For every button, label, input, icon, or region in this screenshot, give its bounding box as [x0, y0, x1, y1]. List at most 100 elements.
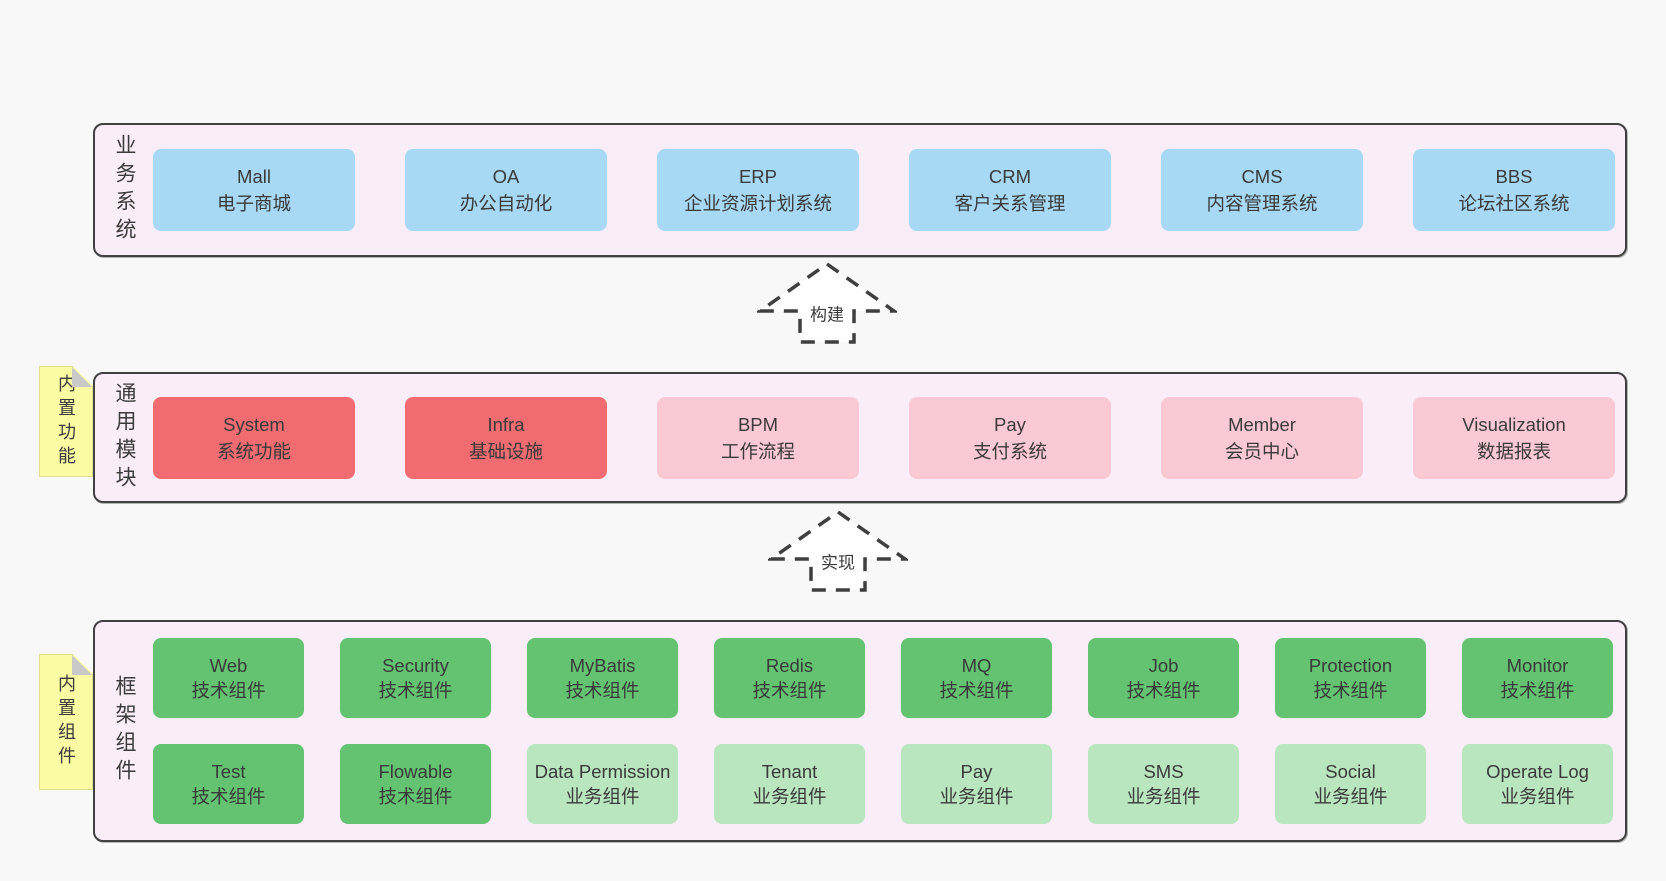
arrow-implement-label: 实现 [818, 548, 858, 574]
box-sms: SMS 业务组件 [1088, 744, 1239, 824]
box-social: Social 业务组件 [1275, 744, 1426, 824]
box-subtitle: 技术组件 [191, 680, 266, 701]
box-cms: CMS 内容管理系统 [1161, 149, 1363, 231]
layer-business-systems-label: 业务系统 [113, 134, 136, 246]
box-title: ERP [738, 166, 778, 187]
box-title: Visualization [1462, 413, 1566, 435]
box-title: OA [492, 166, 520, 187]
layer-framework-components: 框架组件 Web 技术组件 Security 技术组件 MyBatis 技术组件… [93, 620, 1627, 842]
box-subtitle: 业务组件 [1126, 786, 1201, 807]
business-systems-row: Mall 电子商城 OA 办公自动化 ERP 企业资源计划系统 CRM 客户关系… [153, 149, 1629, 231]
box-subtitle: 业务组件 [1500, 786, 1575, 807]
box-subtitle: 办公自动化 [459, 193, 553, 214]
box-title: CRM [988, 166, 1032, 187]
box-subtitle: 技术组件 [565, 680, 640, 701]
box-subtitle: 会员中心 [1224, 440, 1299, 462]
box-member: Member 会员中心 [1161, 396, 1363, 479]
box-title: MQ [961, 655, 992, 676]
box-pay-module: Pay 支付系统 [909, 396, 1111, 479]
box-bbs: BBS 论坛社区系统 [1413, 149, 1615, 231]
framework-components-grid: Web 技术组件 Security 技术组件 MyBatis 技术组件 Redi… [153, 638, 1625, 824]
box-title: Protection [1308, 655, 1393, 676]
box-subtitle: 业务组件 [752, 786, 827, 807]
box-protection: Protection 技术组件 [1275, 638, 1426, 718]
common-modules-row: System 系统功能 Infra 基础设施 BPM 工作流程 Pay 支付系统… [153, 396, 1629, 479]
layer-common-modules-label: 通用模块 [113, 381, 136, 494]
layer-common-modules: 通用模块 System 系统功能 Infra 基础设施 BPM 工作流程 Pay… [93, 372, 1627, 503]
layer-framework-components-label: 框架组件 [113, 675, 136, 787]
box-job: Job 技术组件 [1088, 638, 1239, 718]
sticky-note-builtin-features: 内置功能 [39, 366, 93, 477]
box-title: Infra [487, 413, 525, 435]
box-crm: CRM 客户关系管理 [909, 149, 1111, 231]
box-security: Security 技术组件 [340, 638, 491, 718]
box-data-permission: Data Permission 业务组件 [527, 744, 678, 824]
box-subtitle: 基础设施 [468, 440, 543, 462]
box-subtitle: 业务组件 [565, 786, 640, 807]
box-erp: ERP 企业资源计划系统 [657, 149, 859, 231]
layer-business-systems: 业务系统 Mall 电子商城 OA 办公自动化 ERP 企业资源计划系统 CRM… [93, 123, 1627, 257]
box-title: Operate Log [1486, 761, 1589, 782]
box-operate-log: Operate Log 业务组件 [1462, 744, 1613, 824]
box-subtitle: 业务组件 [939, 786, 1014, 807]
box-title: Security [382, 655, 449, 676]
box-title: Pay [960, 761, 993, 782]
box-subtitle: 内容管理系统 [1206, 193, 1318, 214]
box-title: Flowable [378, 761, 453, 782]
box-infra: Infra 基础设施 [405, 396, 607, 479]
box-tenant: Tenant 业务组件 [714, 744, 865, 824]
box-title: Web [209, 655, 248, 676]
arrow-build-label: 构建 [807, 300, 847, 326]
sticky-label: 内置功能 [56, 373, 76, 470]
box-oa: OA 办公自动化 [405, 149, 607, 231]
box-system: System 系统功能 [153, 396, 355, 479]
sticky-note-builtin-components: 内置组件 [39, 654, 93, 790]
box-subtitle: 业务组件 [1313, 786, 1388, 807]
box-redis: Redis 技术组件 [714, 638, 865, 718]
box-web: Web 技术组件 [153, 638, 304, 718]
box-subtitle: 技术组件 [752, 680, 827, 701]
box-title: Monitor [1506, 655, 1569, 676]
box-title: CMS [1241, 166, 1283, 187]
box-subtitle: 技术组件 [1313, 680, 1388, 701]
box-subtitle: 电子商城 [216, 193, 291, 214]
box-title: MyBatis [569, 655, 636, 676]
box-title: Job [1148, 655, 1179, 676]
up-arrow-build: 构建 [757, 261, 897, 345]
box-test: Test 技术组件 [153, 744, 304, 824]
box-title: System [223, 413, 285, 435]
box-title: SMS [1143, 761, 1184, 782]
box-subtitle: 系统功能 [216, 440, 291, 462]
box-subtitle: 论坛社区系统 [1458, 193, 1570, 214]
box-title: BPM [737, 413, 779, 435]
box-title: Tenant [761, 761, 818, 782]
box-title: Social [1325, 761, 1376, 782]
box-title: Member [1228, 413, 1296, 435]
box-subtitle: 工作流程 [720, 440, 795, 462]
box-subtitle: 技术组件 [378, 680, 453, 701]
box-title: BBS [1495, 166, 1533, 187]
box-subtitle: 技术组件 [1126, 680, 1201, 701]
box-title: Redis [765, 655, 814, 676]
box-subtitle: 技术组件 [378, 786, 453, 807]
up-arrow-implement: 实现 [768, 509, 908, 593]
box-visualization: Visualization 数据报表 [1413, 396, 1615, 479]
box-subtitle: 技术组件 [939, 680, 1014, 701]
box-bpm: BPM 工作流程 [657, 396, 859, 479]
box-subtitle: 数据报表 [1476, 440, 1551, 462]
box-title: Mall [237, 166, 271, 187]
box-title: Data Permission [534, 761, 671, 782]
box-subtitle: 技术组件 [1500, 680, 1575, 701]
box-subtitle: 技术组件 [191, 786, 266, 807]
box-mybatis: MyBatis 技术组件 [527, 638, 678, 718]
box-subtitle: 企业资源计划系统 [683, 193, 832, 214]
box-flowable: Flowable 技术组件 [340, 744, 491, 824]
box-title: Pay [994, 413, 1026, 435]
box-pay-component: Pay 业务组件 [901, 744, 1052, 824]
box-mq: MQ 技术组件 [901, 638, 1052, 718]
box-subtitle: 客户关系管理 [954, 193, 1066, 214]
box-monitor: Monitor 技术组件 [1462, 638, 1613, 718]
box-title: Test [211, 761, 246, 782]
box-subtitle: 支付系统 [972, 440, 1047, 462]
